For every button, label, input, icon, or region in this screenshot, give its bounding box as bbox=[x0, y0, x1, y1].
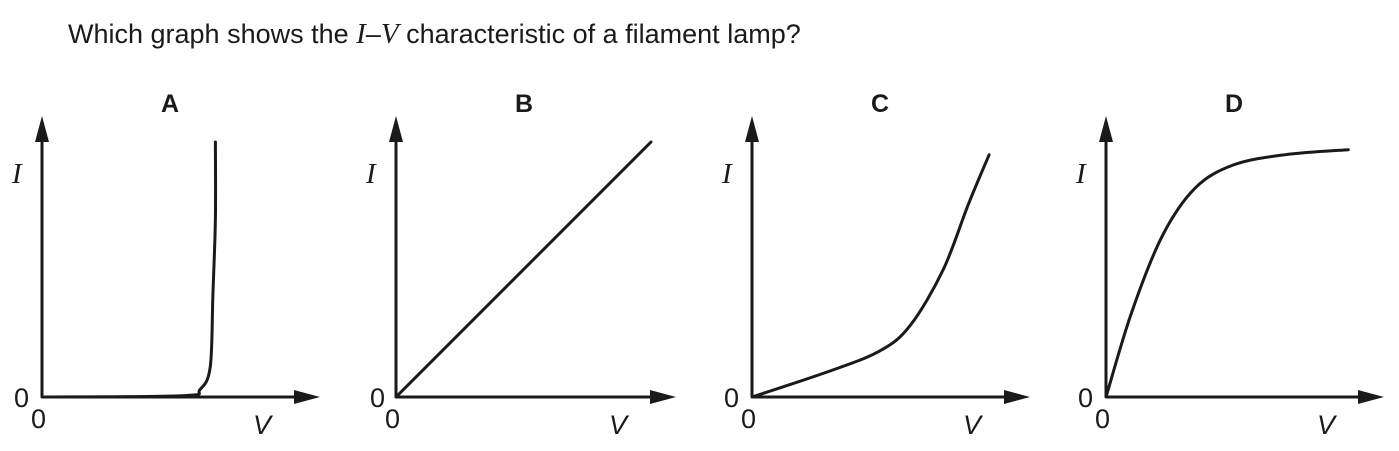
x-axis-arrow bbox=[294, 390, 320, 404]
x-axis-arrow bbox=[1004, 390, 1030, 404]
graph-letter-b: B bbox=[514, 90, 534, 118]
y-origin-label: 0 bbox=[14, 383, 30, 413]
x-origin-label: 0 bbox=[741, 404, 757, 434]
y-axis-arrow bbox=[745, 116, 759, 142]
question-var-v: V bbox=[380, 18, 399, 50]
y-axis-label: I bbox=[1076, 158, 1086, 190]
y-origin-label: 0 bbox=[370, 383, 386, 413]
x-origin-label: 0 bbox=[31, 404, 47, 434]
graph-b-plot bbox=[389, 116, 676, 404]
x-origin-label: 0 bbox=[385, 404, 401, 434]
question-dash: – bbox=[365, 19, 381, 49]
y-axis-label: I bbox=[722, 158, 732, 190]
y-axis-arrow bbox=[35, 116, 49, 142]
graph-b[interactable]: B I V 0 0 bbox=[356, 0, 716, 451]
question-prefix: Which graph shows the bbox=[68, 19, 357, 49]
graph-c-plot bbox=[745, 116, 1030, 404]
graph-d-plot bbox=[1099, 116, 1384, 404]
graph-c[interactable]: C I V 0 0 bbox=[710, 0, 1070, 451]
graph-d[interactable]: D I V 0 0 bbox=[1064, 0, 1399, 451]
characteristic-curve bbox=[750, 153, 991, 399]
y-origin-label: 0 bbox=[724, 383, 740, 413]
x-axis-label: V bbox=[253, 410, 272, 440]
y-axis-label: I bbox=[12, 158, 22, 190]
x-axis-arrow bbox=[1358, 390, 1384, 404]
y-axis-arrow bbox=[1099, 116, 1113, 142]
graph-letter-d: D bbox=[1224, 90, 1244, 118]
x-axis-label: V bbox=[1317, 410, 1336, 440]
characteristic-curve bbox=[394, 140, 653, 399]
x-axis-label: V bbox=[963, 410, 982, 440]
characteristic-curve bbox=[40, 140, 218, 399]
question-text: Which graph shows the I–V characteristic… bbox=[68, 18, 801, 50]
characteristic-curve bbox=[1104, 148, 1350, 399]
y-origin-label: 0 bbox=[1078, 383, 1094, 413]
y-axis-arrow bbox=[389, 116, 403, 142]
x-origin-label: 0 bbox=[1095, 404, 1111, 434]
graph-letter-c: C bbox=[870, 90, 890, 118]
graph-letter-a: A bbox=[160, 90, 180, 118]
question-suffix: characteristic of a filament lamp? bbox=[398, 19, 801, 49]
graph-a-plot bbox=[35, 116, 320, 404]
x-axis-arrow bbox=[650, 390, 676, 404]
x-axis-label: V bbox=[609, 410, 628, 440]
question-var-i: I bbox=[356, 18, 366, 50]
y-axis-label: I bbox=[366, 158, 376, 190]
graph-a[interactable]: A I V 0 0 bbox=[0, 0, 360, 451]
